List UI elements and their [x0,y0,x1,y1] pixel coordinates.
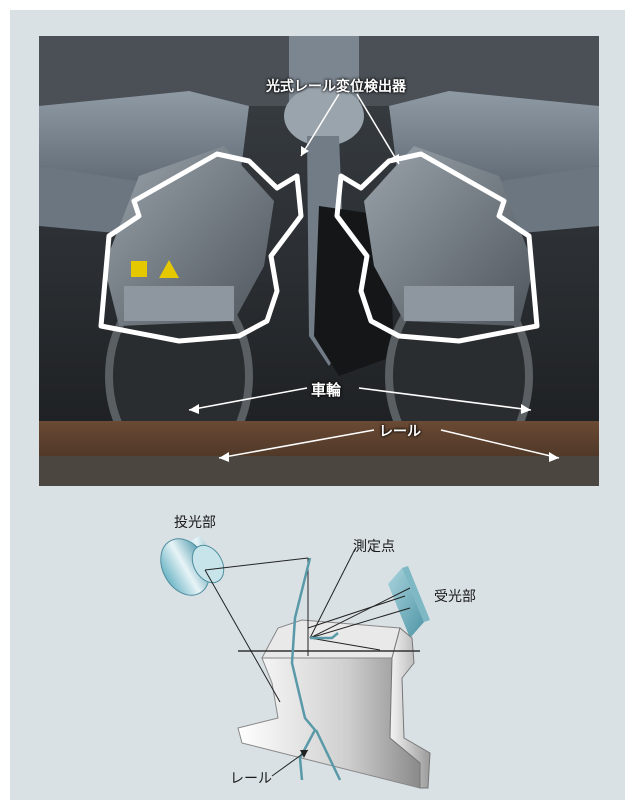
rail-label-diagram: レール [230,771,272,787]
bogie-photo-illustration [39,36,599,486]
figure-panel: 光式レール変位検出器 車輪 レール [10,10,625,800]
receiver-icon [388,566,430,638]
bogie-photo: 光式レール変位検出器 車輪 レール [39,36,599,486]
detector-label: 光式レール変位検出器 [266,79,406,95]
emitter-icon [160,536,225,596]
light-rays [204,548,411,703]
measurement-diagram: 投光部 測定点 受光部 レール [10,488,625,800]
wheel-label: 車輪 [311,381,342,399]
measurement-profile [290,557,317,781]
measurement-point-label: 測定点 [353,539,395,555]
emitter-label: 投光部 [174,515,216,531]
rail-icon [237,619,431,789]
measurement-diagram-graphic [160,536,431,789]
rail-label-photo: レール [379,424,421,440]
receiver-label: 受光部 [434,589,476,605]
